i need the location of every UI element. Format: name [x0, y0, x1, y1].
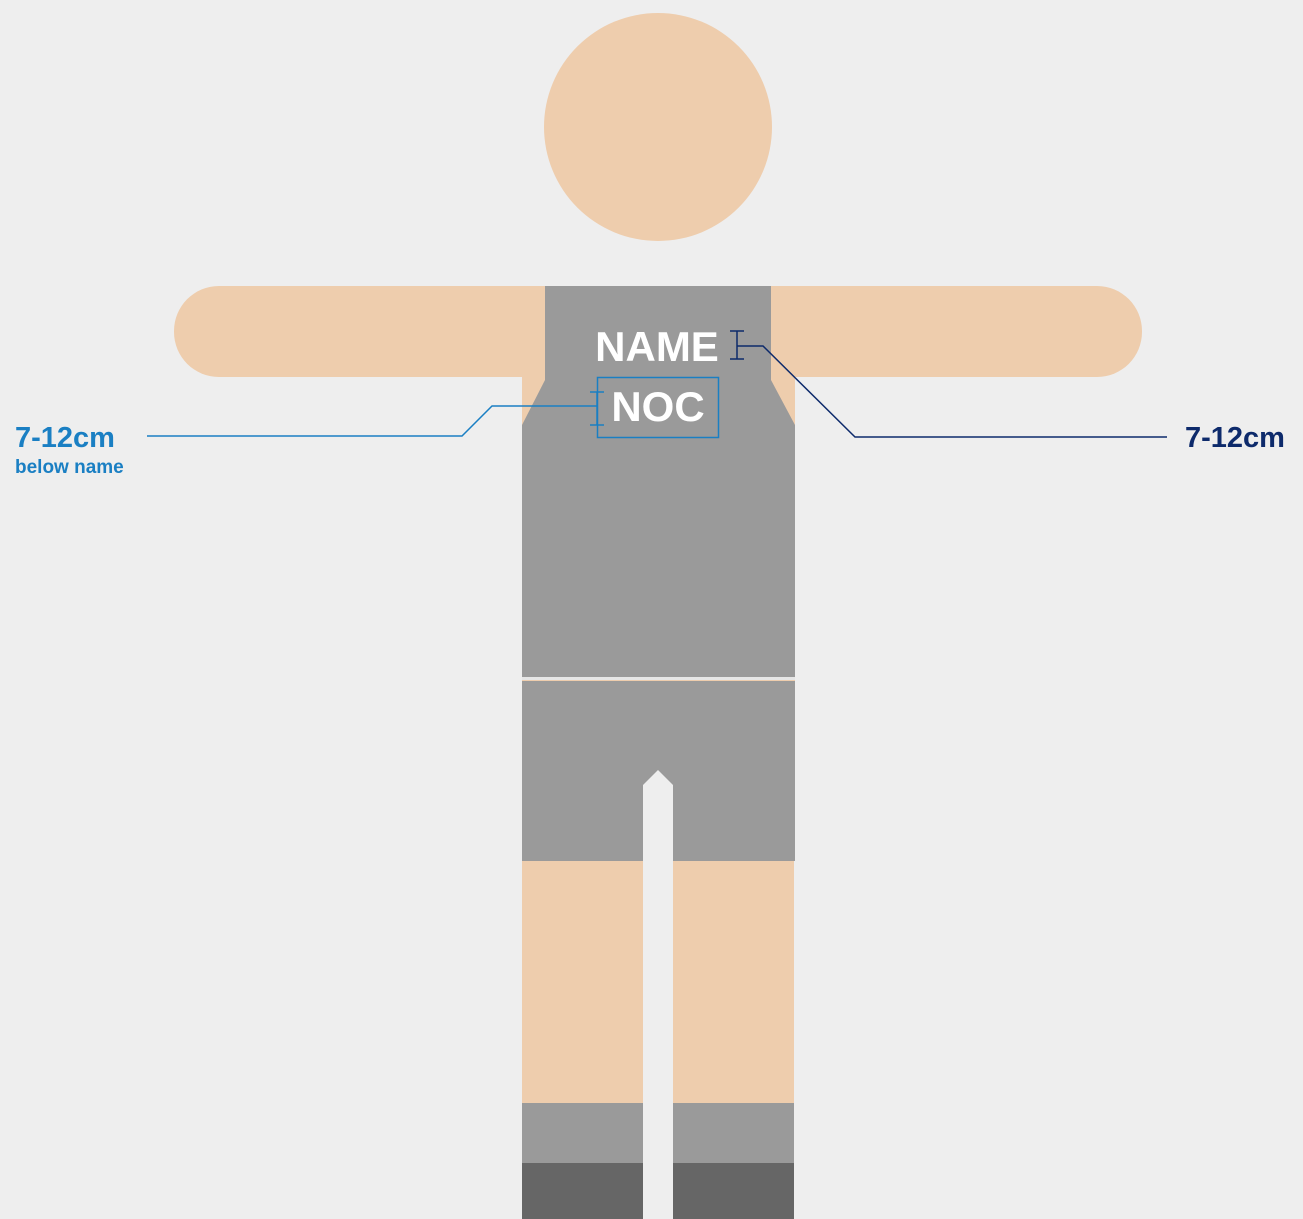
- left-sock: [522, 1103, 643, 1164]
- head: [544, 13, 772, 241]
- left-leg: [522, 850, 643, 1110]
- shorts: [522, 681, 795, 861]
- right-shoe: [673, 1163, 794, 1219]
- right-sock: [673, 1103, 794, 1164]
- noc-callout-note: below name: [15, 458, 124, 478]
- jersey-noc-text: NOC: [611, 383, 704, 430]
- left-shoe: [522, 1163, 643, 1219]
- name-callout-measurement: 7-12cm: [1185, 423, 1285, 453]
- jersey-name-text: NAME: [595, 323, 719, 370]
- right-leg: [673, 850, 794, 1110]
- noc-callout-measurement: 7-12cm: [15, 423, 115, 453]
